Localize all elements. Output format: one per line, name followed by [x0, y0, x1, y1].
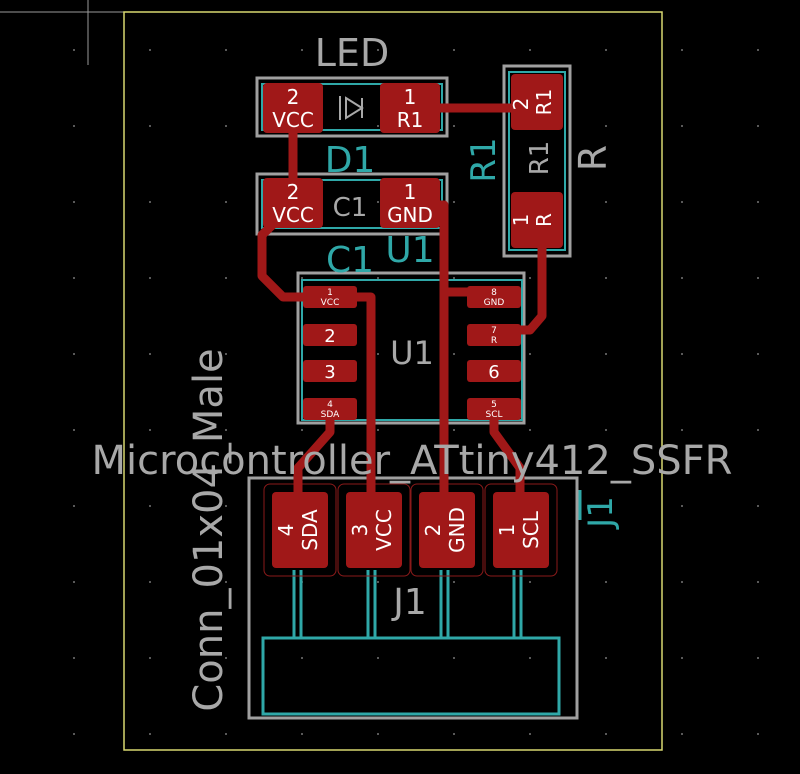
pad-led-1 — [380, 83, 440, 133]
pad-j1-2-net: GND — [445, 507, 469, 553]
pad-u1-1 — [303, 286, 357, 308]
label-r1-silk: R1 — [525, 141, 555, 176]
pad-j1-1 — [493, 492, 549, 568]
pad-u1-4-num: 4 — [327, 400, 333, 410]
label-mcu-value: Microcontroller_ATtiny412_SSFR — [92, 438, 733, 484]
fab-outlines — [261, 71, 566, 421]
pad-r1-2-net: R1 — [532, 89, 556, 116]
label-d1-ref: D1 — [325, 140, 376, 181]
label-c1-ref: C1 — [326, 240, 374, 281]
label-led-value: LED — [315, 31, 389, 75]
pad-led-2-num: 2 — [287, 85, 300, 109]
label-j1-ref: J1 — [581, 496, 621, 530]
board-edge-cuts — [123, 11, 663, 751]
pad-u1-7-net: R — [491, 336, 497, 346]
pad-u1-2 — [303, 324, 357, 346]
j1-connector-outline — [261, 490, 582, 716]
component-labels: LED D1 C1 C1 U1 U1 Microcontroller_ATtin… — [92, 31, 733, 712]
pad-u1-1-net: VCC — [321, 298, 340, 308]
u1-courtyard — [296, 271, 526, 425]
pad-c1-2 — [263, 178, 323, 228]
label-conn-value: Conn_01x04_Male — [186, 348, 232, 711]
pad-r1-1-net: R — [532, 213, 556, 227]
pad-j1-3-num: 3 — [348, 524, 372, 537]
r1-courtyard — [502, 64, 572, 258]
j1-courtyard — [247, 476, 579, 720]
label-r-value: R — [571, 145, 615, 171]
pad-u1-7 — [467, 324, 521, 346]
pad-j1-4-net: SDA — [298, 509, 322, 551]
pad-u1-8 — [467, 286, 521, 308]
pad-u1-3 — [303, 360, 357, 382]
pad-u1-4 — [303, 398, 357, 420]
pad-u1-4-net: SDA — [321, 410, 340, 420]
pad-u1-6 — [467, 360, 521, 382]
pad-r1-1-num: 1 — [509, 214, 533, 227]
pad-c1-1 — [380, 178, 440, 228]
pad-u1-5 — [467, 398, 521, 420]
pad-c1-1-net: GND — [387, 203, 433, 227]
label-j1-center: J1 — [391, 582, 427, 623]
pad-r1-2-num: 2 — [509, 98, 533, 111]
pad-u1-8-net: GND — [484, 298, 505, 308]
pad-u1-3-num: 3 — [324, 362, 335, 383]
pad-c1-2-num: 2 — [287, 180, 300, 204]
pad-j1-4-num: 4 — [274, 524, 298, 537]
pad-u1-2-num: 2 — [324, 326, 335, 347]
pad-led-2-net: VCC — [272, 108, 314, 132]
pad-r1-2 — [511, 74, 563, 130]
pad-c1-2-net: VCC — [272, 203, 314, 227]
pad-led-1-net: R1 — [397, 108, 424, 132]
pad-j1-2 — [419, 492, 475, 568]
pad-u1-1-num: 1 — [327, 288, 333, 298]
pad-labels: 2 VCC 1 R1 2 VCC 1 GND 2 R1 1 R 1 VCC 2 … — [272, 85, 556, 553]
label-u1-center: U1 — [390, 334, 434, 372]
label-u1-ref-top: U1 — [385, 230, 434, 271]
pad-u1-8-num: 8 — [491, 288, 497, 298]
pad-u1-7-num: 7 — [491, 326, 497, 336]
label-c1-silk: C1 — [333, 193, 368, 223]
pad-u1-5-net: SCL — [485, 410, 502, 420]
label-r1-ref: R1 — [464, 137, 504, 182]
pad-j1-3-net: VCC — [372, 509, 396, 551]
led-diode-symbol — [339, 96, 364, 120]
pad-j1-2-num: 2 — [421, 524, 445, 537]
pad-u1-5-num: 5 — [491, 400, 497, 410]
pad-j1-4 — [272, 492, 328, 568]
pad-j1-1-num: 1 — [495, 524, 519, 537]
pad-led-1-num: 1 — [404, 85, 417, 109]
copper-pads — [263, 74, 563, 568]
pad-led-2 — [263, 83, 323, 133]
pad-j1-3 — [346, 492, 402, 568]
pad-j1-1-net: SCL — [519, 510, 543, 549]
pad-r1-1 — [511, 192, 563, 248]
pad-u1-6-num: 6 — [488, 362, 499, 383]
pad-c1-1-num: 1 — [404, 180, 417, 204]
